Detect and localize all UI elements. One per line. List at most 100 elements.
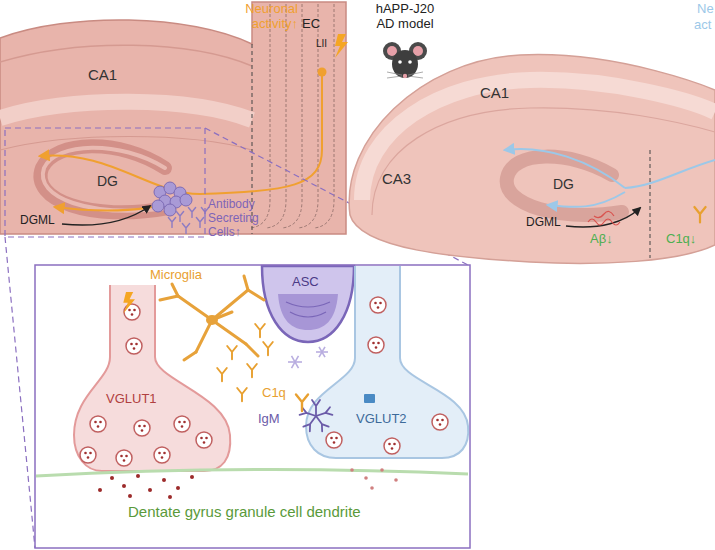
- region-label: CA3: [382, 170, 411, 187]
- microglia-process: [212, 290, 248, 320]
- glutamate-dot: [161, 456, 164, 459]
- region-label: Antibody Secreting Cells↑: [208, 198, 280, 239]
- amyloid-beta: [588, 211, 620, 225]
- perforant-path: [200, 72, 322, 194]
- region-label: EC: [302, 17, 320, 32]
- antibody-shape: [182, 224, 189, 234]
- glutamate-dot: [377, 342, 380, 345]
- released-glutamate: [364, 476, 368, 480]
- glutamate-dot: [375, 346, 378, 349]
- released-glutamate: [128, 494, 132, 498]
- antibody-icon: [227, 346, 237, 359]
- synaptic-vesicle: [80, 447, 96, 463]
- ec-boundary: [252, 44, 253, 234]
- glutamate-dot: [158, 452, 161, 455]
- mouse-eye: [398, 60, 402, 64]
- ec-layer-dash: [266, 4, 286, 228]
- layer-line: [0, 45, 252, 66]
- layer-line: [372, 108, 715, 215]
- vesicle-membrane: [196, 432, 212, 448]
- released-glutamate: [168, 495, 172, 499]
- hippocampus-left: [0, 2, 346, 234]
- dendrite-membrane: [36, 469, 468, 476]
- glutamate-dot: [163, 452, 166, 455]
- glutamate-dot: [436, 419, 439, 422]
- ec-layer-dash: [250, 4, 270, 228]
- glutamate-dot: [130, 343, 133, 346]
- mouse-whiskers: [387, 72, 423, 78]
- vesicle-membrane: [370, 297, 386, 313]
- synaptic-vesicle: [124, 304, 140, 320]
- region-label: DG: [553, 176, 574, 192]
- glutamate-dot: [441, 419, 444, 422]
- vesicle-membrane: [116, 450, 132, 466]
- glutamate-dot: [143, 425, 146, 428]
- ec-layer-dash: [314, 4, 334, 228]
- vesicle-membrane: [384, 438, 400, 454]
- released-glutamate: [380, 468, 384, 472]
- microglia-process: [178, 296, 212, 320]
- synaptic-vesicle: [370, 297, 386, 313]
- synaptic-vesicle: [368, 337, 384, 353]
- molecule-arm: [292, 356, 299, 368]
- microglia-process: [172, 284, 178, 296]
- glutamate-dot: [138, 425, 141, 428]
- vesicle-membrane: [90, 416, 106, 432]
- antibody-shape: [296, 395, 308, 412]
- region-label: hAPP-J20 AD model: [370, 2, 440, 32]
- glutamate-dot: [133, 309, 136, 312]
- vglut2-receptor: [364, 394, 375, 403]
- released-glutamate: [350, 468, 354, 472]
- glutamate-dot: [178, 421, 181, 424]
- antibody-icon: [168, 218, 175, 228]
- antibody-icon: [255, 324, 265, 337]
- antibody-shape: [315, 407, 333, 420]
- glutamate-dot: [391, 447, 394, 450]
- vesicle-membrane: [134, 420, 150, 436]
- plasma-cell-outline: [262, 266, 354, 342]
- igm-arm: [300, 407, 318, 420]
- glutamate-dot: [393, 443, 396, 446]
- ec-neuron: [318, 68, 327, 77]
- released-glutamate: [370, 486, 374, 490]
- antibody-shape: [694, 207, 705, 222]
- presynaptic-terminal: [74, 285, 230, 471]
- antibody-shape: [176, 212, 183, 222]
- presynaptic-terminal: [306, 266, 468, 458]
- secreted-molecule: [316, 347, 328, 357]
- antibody-icon: [694, 207, 705, 222]
- region-label: Neuronal activity↑: [228, 2, 298, 32]
- igm-arm: [315, 407, 333, 420]
- mouse-nose: [403, 74, 407, 78]
- plasma-cell-outline: ASC: [262, 266, 354, 342]
- zoom-line: [5, 237, 35, 548]
- region-label: LII: [316, 38, 327, 50]
- glutamate-dot: [131, 313, 134, 316]
- glutamate-dot: [379, 302, 382, 305]
- glutamate-dot: [200, 437, 203, 440]
- region-label: Microglia: [150, 268, 202, 283]
- glutamate-dot: [439, 423, 442, 426]
- antibody-icon: [182, 224, 189, 234]
- antibody-shape: [247, 364, 257, 377]
- secreted-molecule: [288, 356, 302, 368]
- antibody-icon: [196, 218, 203, 228]
- antibody-shape: [237, 388, 247, 401]
- glutamate-dot: [372, 342, 375, 345]
- released-glutamate: [394, 478, 398, 482]
- node-label: VGLUT1: [106, 392, 157, 407]
- vesicle-membrane: [124, 304, 140, 320]
- region-label: act: [694, 18, 711, 33]
- region-label: CA1: [480, 84, 509, 101]
- dgml-arrow: [62, 206, 150, 225]
- node-label: VGLUT2: [356, 412, 407, 427]
- igm-arm: [313, 414, 329, 432]
- igm-arm: [303, 414, 319, 432]
- synaptic-vesicle: [432, 414, 448, 430]
- released-glutamate: [122, 484, 126, 488]
- synaptic-vesicle: [196, 432, 212, 448]
- region-label: Aβ↓: [590, 232, 613, 247]
